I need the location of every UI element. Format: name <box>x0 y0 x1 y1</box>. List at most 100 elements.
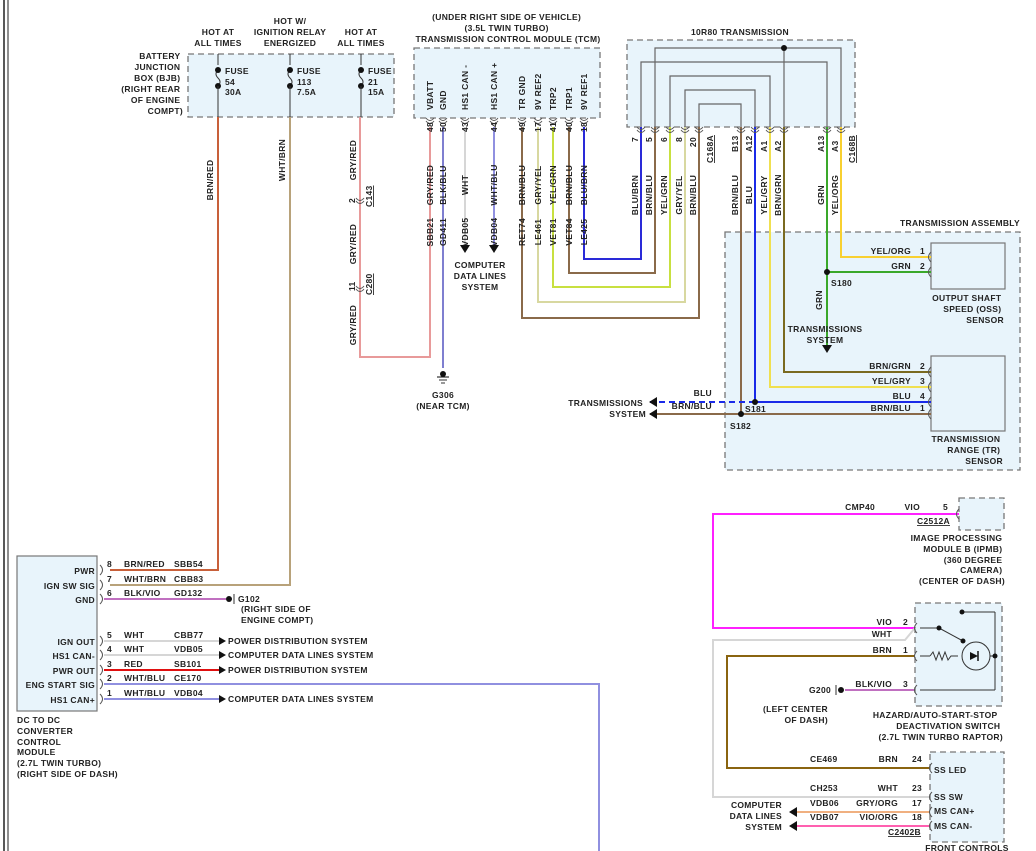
transmission-pin: 20 <box>688 137 698 147</box>
dcdc-box <box>16 555 98 712</box>
connector-terminal-icon <box>694 126 704 133</box>
wire-label: BRN <box>873 645 892 655</box>
wire-label: CE469 <box>810 754 838 764</box>
wire-yel-org <box>840 127 931 258</box>
wire-label: BLU <box>694 388 712 398</box>
dcdc-pin-name: PWR <box>74 566 95 576</box>
wire-label: 11 <box>347 281 357 291</box>
tcm-pin-number: 17 <box>533 122 543 132</box>
tcm-pin-number: 44 <box>489 122 499 132</box>
tcm-wire-color: WHT/BLU <box>489 164 499 205</box>
bjb-label: BATTERY JUNCTION BOX (BJB) (RIGHT REAR O… <box>121 51 183 116</box>
transmission-wire-color: BRN/BLU <box>644 175 654 215</box>
arrow-down-icon <box>460 245 470 253</box>
tcm-wire-color: BRN/BLU <box>564 165 574 205</box>
wire-gry-yel <box>537 127 686 303</box>
ipmb-label: IMAGE PROCESSING MODULE B (IPMB) (360 DE… <box>911 533 1005 586</box>
fuse-name: FUSE <box>225 66 249 76</box>
transmission-pin: A13 <box>816 136 826 153</box>
tr-sensor-box[interactable] <box>930 355 1006 432</box>
wire-label: WHT <box>872 629 893 639</box>
system-label: COMPUTER DATA LINES SYSTEM <box>228 650 374 660</box>
connector-terminal-icon <box>99 664 103 676</box>
tcm-box <box>413 47 601 119</box>
tcm-wire-color: BLK/BLU <box>438 165 448 204</box>
tcm[interactable]: (UNDER RIGHT SIDE OF VEHICLE) (3.5L TWIN… <box>413 12 601 119</box>
wire-label: 17 <box>912 798 922 808</box>
hazard-switch[interactable]: HAZARD/AUTO-START-STOP DEACTIVATION SWIT… <box>873 602 1003 742</box>
dcdc-pin-number: 8 <box>107 559 112 569</box>
dcdc-circuit: CBB83 <box>174 574 203 584</box>
splice-id: S182 <box>730 421 751 431</box>
tcm-pin-name: VBATT <box>425 80 435 110</box>
system-label: POWER DISTRIBUTION SYSTEM <box>228 636 368 646</box>
front-controls[interactable]: FRONT CONTROLS <box>925 751 1009 851</box>
oss-sensor-box[interactable] <box>930 242 1006 290</box>
fuse-name: FUSE <box>368 66 392 76</box>
connector-terminal-icon <box>665 126 675 133</box>
transmission-wire-color: YEL/GRY <box>759 175 769 214</box>
arrow-left-icon <box>789 807 797 817</box>
transmission-wire-color: BLU/BRN <box>630 175 640 215</box>
switch-internals <box>920 611 996 691</box>
splice-id: S181 <box>745 404 766 414</box>
ground-location: OF DASH) <box>785 715 828 725</box>
wire-label: 2 <box>347 198 357 203</box>
assembly-title: TRANSMISSION ASSEMBLY <box>900 218 1020 228</box>
connector-terminal-icon <box>929 762 933 774</box>
internal-trace <box>684 89 756 127</box>
connector-terminal-icon <box>928 381 932 393</box>
wire-label: VDB07 <box>810 812 839 822</box>
fuse-terminal <box>358 67 364 73</box>
dcdc-module[interactable]: DC TO DC CONVERTER CONTROL MODULE (2.7L … <box>16 555 118 779</box>
transmission-pin: 8 <box>674 137 684 142</box>
dcdc-wire-color: WHT/BRN <box>124 574 166 584</box>
system-label: SYSTEM <box>609 409 646 419</box>
transmission-wire-color: BRN/BLU <box>730 175 740 215</box>
data-lines-label: DATA LINES <box>730 811 782 821</box>
transmission-assembly[interactable]: TRANSMISSION ASSEMBLY OUTPUT SHAFT SPEED… <box>724 218 1021 471</box>
system-label: TRANSMISSIONS <box>568 398 643 408</box>
battery-junction-box[interactable]: BATTERY JUNCTION BOX (BJB) (RIGHT REAR O… <box>121 51 395 118</box>
fuse-terminal <box>287 67 293 73</box>
dcdc-pin-name: GND <box>75 595 95 605</box>
transmission-wire-color: YEL/GRN <box>659 175 669 215</box>
connector-terminal-icon <box>650 126 660 133</box>
connector-terminal-icon <box>914 650 918 662</box>
wire-brn-grn <box>783 127 931 373</box>
led-icon <box>970 652 978 660</box>
wire-label: BLK/VIO <box>855 679 892 689</box>
ipmb-module[interactable]: IMAGE PROCESSING MODULE B (IPMB) (360 DE… <box>911 497 1005 586</box>
tcm-pin-number: 49 <box>517 122 527 132</box>
transmission-pin: A1 <box>759 141 769 152</box>
wire-label: BRN <box>879 754 898 764</box>
transmission-wire-color: BRN/GRN <box>773 174 783 216</box>
internal-trace <box>669 75 771 127</box>
transmission-pin: A3 <box>830 141 840 152</box>
connector-id: C143 <box>364 185 374 207</box>
wire-label: 1 <box>920 403 925 413</box>
connector-id: C168B <box>847 135 857 163</box>
tcm-wire-color: GRY/RED <box>425 165 435 206</box>
fuse-header: ALL TIMES <box>194 38 241 48</box>
transmission-wire-color: BRN/BLU <box>688 175 698 215</box>
dcdc-wire-color: WHT/BLU <box>124 688 165 698</box>
wire-yel-grn <box>552 127 671 288</box>
system-label: POWER DISTRIBUTION SYSTEM <box>228 665 368 675</box>
dcdc-pin-name: IGN OUT <box>57 637 95 647</box>
tcm-pin-name: TRP2 <box>548 87 558 110</box>
connector-terminal-icon <box>425 117 435 124</box>
connector-id: C168A <box>705 135 715 163</box>
tcm-circuit: RET74 <box>517 218 527 246</box>
wire-label: VIO <box>904 502 920 512</box>
splice-s181 <box>752 399 758 405</box>
ground-g200-icon <box>838 687 844 693</box>
switch-nodes <box>936 609 998 661</box>
splice-id: S180 <box>831 278 852 288</box>
dcdc-pin-number: 1 <box>107 688 112 698</box>
front-controls-box <box>929 751 1005 843</box>
connector-terminal-icon <box>564 117 574 124</box>
ground-id: G200 <box>809 685 831 695</box>
dcdc-circuit: VDB05 <box>174 644 203 654</box>
